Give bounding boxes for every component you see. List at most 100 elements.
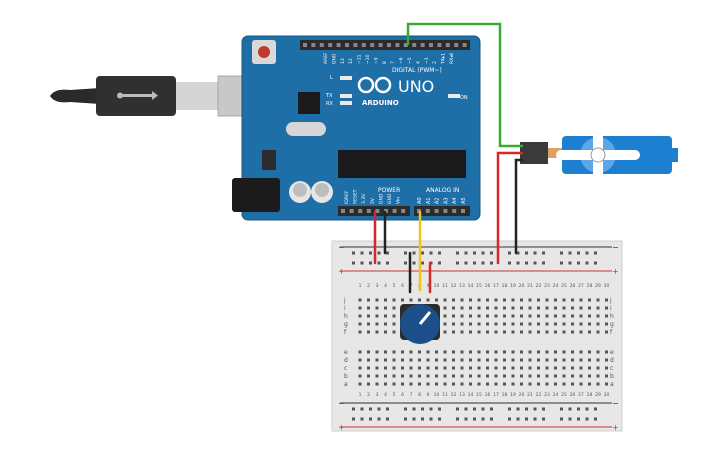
digital-pin-label: AREF bbox=[323, 52, 329, 64]
column-number: 20 bbox=[519, 283, 525, 289]
rail-symbol: − bbox=[612, 399, 619, 408]
column-number: 18 bbox=[502, 283, 508, 289]
column-number: 25 bbox=[561, 392, 567, 398]
voltage-regulator bbox=[262, 150, 276, 170]
servo-tab bbox=[650, 148, 678, 162]
column-number: 24 bbox=[553, 283, 559, 289]
column-number: 26 bbox=[570, 283, 576, 289]
column-number: 19 bbox=[510, 283, 516, 289]
power-header bbox=[338, 206, 410, 216]
column-number: 30 bbox=[604, 392, 610, 398]
on-label: ON bbox=[460, 95, 468, 101]
column-number: 3 bbox=[376, 283, 379, 289]
column-number: 10 bbox=[434, 392, 440, 398]
column-number: 4 bbox=[384, 392, 387, 398]
led-tx-label: TX bbox=[325, 93, 333, 99]
column-number: 12 bbox=[451, 283, 457, 289]
row-letter: h bbox=[610, 313, 614, 320]
column-number: 2 bbox=[367, 283, 370, 289]
digital-pin-label: 12 bbox=[348, 58, 354, 64]
rail-symbol: + bbox=[612, 423, 619, 432]
column-number: 12 bbox=[451, 392, 457, 398]
column-number: 21 bbox=[527, 283, 533, 289]
digital-label: DIGITAL (PWM~) bbox=[392, 67, 442, 74]
column-number: 15 bbox=[476, 392, 482, 398]
row-letter: b bbox=[344, 373, 348, 380]
analog-pin-label: A1 bbox=[426, 197, 432, 204]
column-number: 20 bbox=[519, 392, 525, 398]
power-pin-label: IOREF bbox=[344, 190, 350, 204]
model-text: UNO bbox=[398, 77, 434, 96]
row-letter: a bbox=[610, 381, 614, 388]
row-letter: f bbox=[344, 329, 347, 336]
row-letter: d bbox=[344, 357, 348, 364]
column-number: 29 bbox=[595, 283, 601, 289]
row-letter: g bbox=[344, 321, 348, 328]
servo-horn-icon bbox=[556, 128, 640, 182]
power-label: POWER bbox=[378, 187, 400, 194]
column-number: 1 bbox=[359, 283, 362, 289]
column-number: 23 bbox=[544, 283, 550, 289]
potentiometer bbox=[400, 304, 440, 344]
atmega-chip bbox=[338, 150, 466, 178]
column-number: 14 bbox=[468, 392, 474, 398]
column-number: 15 bbox=[476, 283, 482, 289]
usb-cable bbox=[50, 75, 265, 117]
led-rx-label: RX bbox=[326, 101, 333, 107]
digital-pin-label: 8 bbox=[382, 61, 388, 64]
led-l bbox=[340, 76, 352, 80]
column-number: 1 bbox=[359, 392, 362, 398]
column-number: 13 bbox=[459, 392, 465, 398]
row-letter: c bbox=[344, 365, 347, 372]
led-rx bbox=[340, 101, 352, 105]
potentiometer-indicator bbox=[418, 311, 432, 325]
column-number: 22 bbox=[536, 283, 542, 289]
digital-pin-label: ~10 bbox=[365, 54, 371, 64]
brand-text: ARDUINO bbox=[362, 99, 399, 107]
row-letter: c bbox=[610, 365, 613, 372]
column-number: 19 bbox=[510, 392, 516, 398]
column-number: 5 bbox=[393, 283, 396, 289]
usb-chip bbox=[298, 92, 320, 114]
column-number: 8 bbox=[418, 392, 421, 398]
rail-symbol: + bbox=[338, 423, 345, 432]
column-number: 7 bbox=[410, 392, 413, 398]
analog-label: ANALOG IN bbox=[426, 187, 459, 194]
digital-pin-label: GND bbox=[331, 53, 337, 64]
column-number: 27 bbox=[578, 283, 584, 289]
digital-pin-label: ~11 bbox=[357, 54, 363, 64]
column-number: 11 bbox=[442, 283, 448, 289]
rail-symbol: − bbox=[338, 399, 345, 408]
column-number: 24 bbox=[553, 392, 559, 398]
power-jack bbox=[232, 178, 280, 212]
wires bbox=[373, 22, 524, 294]
analog-pin-label: A3 bbox=[443, 197, 449, 204]
breadboard-body bbox=[331, 240, 623, 432]
column-number: 28 bbox=[587, 392, 593, 398]
column-number: 22 bbox=[536, 392, 542, 398]
row-letter: a bbox=[344, 381, 348, 388]
digital-pin-label: ~5 bbox=[407, 57, 413, 64]
power-pin-label: GND bbox=[378, 193, 384, 204]
power-pin-label: GND bbox=[387, 193, 393, 204]
led-on bbox=[448, 94, 460, 98]
analog-pin-label: A0 bbox=[417, 197, 423, 204]
power-pin-label: 5V bbox=[370, 197, 376, 204]
column-number: 21 bbox=[527, 392, 533, 398]
column-number: 13 bbox=[459, 283, 465, 289]
arduino-uno-board: ARDUINO UNO DIGITAL (PWM~) POWER ANALOG … bbox=[232, 35, 481, 221]
column-number: 6 bbox=[401, 283, 404, 289]
row-letter: j bbox=[343, 297, 346, 304]
row-letter: j bbox=[609, 297, 612, 304]
analog-pin-label: A2 bbox=[435, 197, 441, 204]
column-number: 25 bbox=[561, 283, 567, 289]
column-number: 17 bbox=[493, 392, 499, 398]
digital-pin-label: TX▸1 bbox=[441, 53, 447, 65]
row-letter: h bbox=[344, 313, 348, 320]
column-number: 23 bbox=[544, 392, 550, 398]
rail-symbol: + bbox=[612, 267, 619, 276]
analog-header bbox=[414, 206, 470, 216]
usb-symbol-icon bbox=[117, 91, 158, 100]
